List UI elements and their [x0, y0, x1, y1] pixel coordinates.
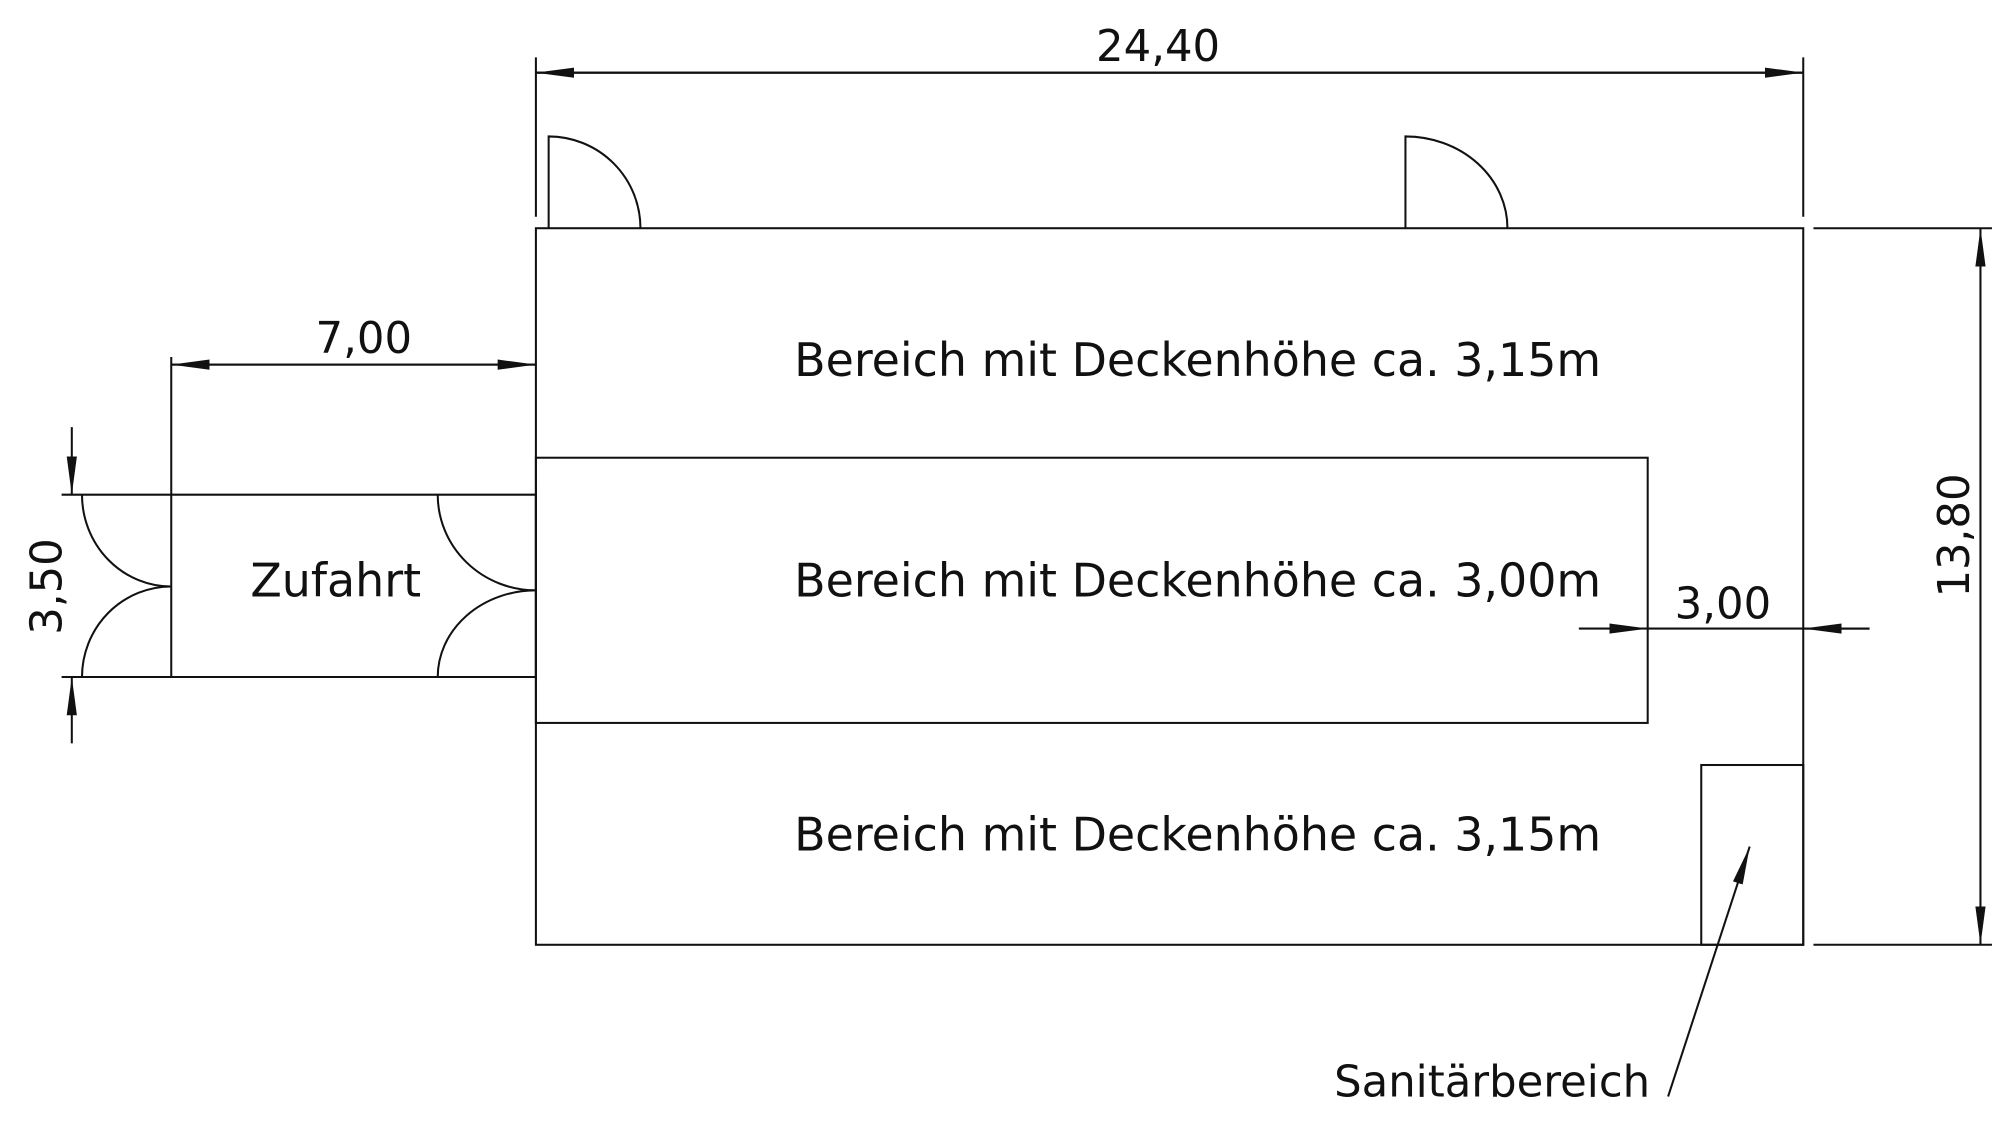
gate-right — [436, 494, 536, 678]
area-label-middle: Bereich mit Deckenhöhe ca. 3,00m — [794, 554, 1601, 608]
door-top-right — [1404, 135, 1509, 229]
sanitary-label: Sanitärbereich — [1334, 1058, 1650, 1108]
driveway — [61, 357, 537, 679]
dimension-label: 7,00 — [316, 314, 413, 364]
dimension-label: 3,00 — [1675, 579, 1772, 629]
sanitary-area-outline — [1700, 763, 1805, 946]
dimension-total-width: 24,40 — [534, 22, 1805, 217]
dimension-label: 3,50 — [23, 538, 73, 635]
area-label-top: Bereich mit Deckenhöhe ca. 3,15m — [794, 333, 1601, 387]
dimension-side-gap: 3,00 — [1578, 579, 1870, 634]
area-label-bottom: Bereich mit Deckenhöhe ca. 3,15m — [794, 807, 1601, 861]
dimension-driveway-length: 7,00 — [171, 314, 536, 370]
dimension-driveway-width: 3,50 — [23, 427, 77, 744]
dimension-label: 24,40 — [1096, 22, 1220, 72]
dimension-total-depth: 13,80 — [1813, 227, 1992, 946]
door-top-left — [547, 135, 642, 229]
driveway-label: Zufahrt — [250, 554, 421, 608]
gate-left — [80, 494, 172, 678]
dimension-label: 13,80 — [1930, 473, 1980, 597]
sanitary-leader: Sanitärbereich — [1334, 846, 1751, 1108]
